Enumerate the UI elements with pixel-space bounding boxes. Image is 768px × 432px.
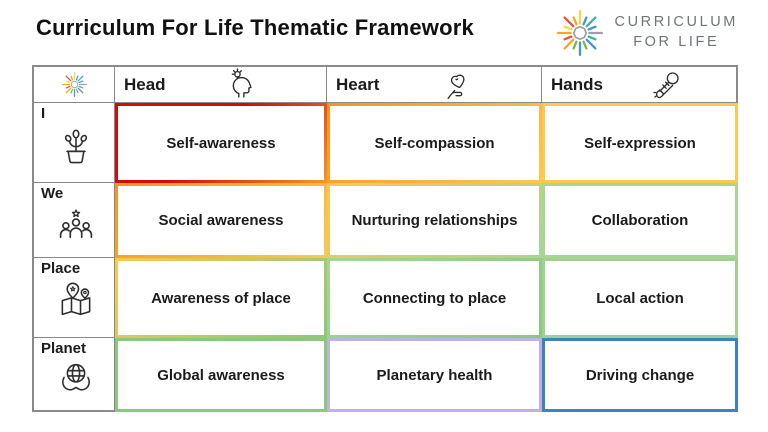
column-header-hands: Hands bbox=[542, 65, 738, 103]
sunburst-logo-icon bbox=[61, 72, 87, 97]
cell-collaboration: Collaboration bbox=[542, 183, 738, 258]
framework-table: Head Heart bbox=[32, 65, 738, 412]
column-header-heart: Heart bbox=[327, 65, 542, 103]
column-header-head: Head bbox=[115, 65, 327, 103]
column-header-label: Hands bbox=[551, 74, 603, 94]
row-header-we: We bbox=[32, 183, 115, 258]
cell-global-awareness: Global awareness bbox=[115, 338, 327, 412]
row-header-place: Place bbox=[32, 258, 115, 338]
row-header-i: I bbox=[32, 103, 115, 183]
logo-wordmark: CURRICULUM FOR LIFE bbox=[615, 13, 738, 52]
hand-holding-heart-icon bbox=[379, 69, 535, 101]
cell-self-expression: Self-expression bbox=[542, 103, 738, 183]
page-title: Curriculum For Life Thematic Framework bbox=[36, 15, 474, 40]
cell-self-compassion: Self-compassion bbox=[327, 103, 542, 183]
cell-connecting-to-place: Connecting to place bbox=[327, 258, 542, 338]
column-header-label: Head bbox=[124, 74, 166, 94]
brand-logo: CURRICULUM FOR LIFE bbox=[555, 8, 738, 58]
rolled-sleeve-arm-icon bbox=[603, 69, 730, 101]
cell-driving-change: Driving change bbox=[542, 338, 738, 412]
group-people-icon bbox=[54, 203, 98, 247]
cell-planetary-health: Planetary health bbox=[327, 338, 542, 412]
row-header-planet: Planet bbox=[32, 338, 115, 412]
column-header-label: Heart bbox=[336, 74, 380, 94]
table-corner-cell bbox=[32, 65, 115, 103]
cell-awareness-of-place: Awareness of place bbox=[115, 258, 327, 338]
cell-self-awareness: Self-awareness bbox=[115, 103, 327, 183]
cell-social-awareness: Social awareness bbox=[115, 183, 327, 258]
map-with-pins-icon bbox=[55, 278, 97, 322]
sunburst-logo-icon bbox=[556, 9, 603, 57]
hands-holding-globe-icon bbox=[55, 358, 97, 402]
thinking-head-lightbulb-icon bbox=[166, 68, 320, 101]
potted-plant-icon bbox=[55, 123, 97, 169]
row-header-label: Place bbox=[41, 260, 81, 277]
row-header-label: I bbox=[41, 105, 46, 122]
row-header-label: We bbox=[41, 185, 64, 202]
logo-text-line1: CURRICULUM bbox=[614, 14, 738, 31]
logo-text-line2: FOR LIFE bbox=[633, 34, 720, 50]
cell-local-action: Local action bbox=[542, 258, 738, 338]
cell-nurturing-relationships: Nurturing relationships bbox=[327, 183, 542, 258]
row-header-label: Planet bbox=[41, 340, 87, 357]
